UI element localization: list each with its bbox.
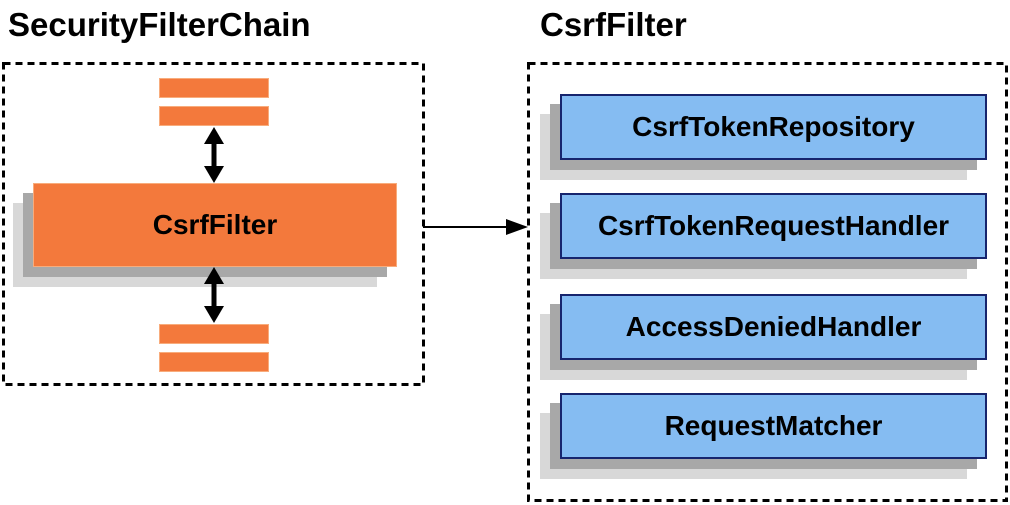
csrf-filter-title: CsrfFilter — [540, 6, 687, 43]
bidirectional-arrow-icon — [204, 127, 224, 183]
csrf-token-request-handler-node: CsrfTokenRequestHandler — [560, 193, 987, 259]
filter-placeholder-bar — [159, 352, 269, 372]
right-arrow-icon — [423, 219, 528, 235]
csrf-token-repository-node: CsrfTokenRepository — [560, 94, 987, 160]
csrf-filter-components-container — [527, 62, 1008, 502]
security-filter-chain-container — [2, 62, 425, 386]
node-label: CsrfTokenRepository — [632, 111, 915, 142]
csrf-filter-node: CsrfFilter — [33, 183, 397, 267]
filter-placeholder-bar — [159, 106, 269, 126]
node-label: AccessDeniedHandler — [625, 311, 922, 342]
request-matcher-node: RequestMatcher — [560, 393, 987, 459]
node-label: CsrfTokenRequestHandler — [597, 210, 950, 241]
csrf-filter-node-label: CsrfFilter — [152, 209, 278, 240]
security-filter-chain-title: SecurityFilterChain — [8, 6, 311, 43]
access-denied-handler-node: AccessDeniedHandler — [560, 294, 987, 360]
filter-placeholder-bar — [159, 78, 269, 98]
bidirectional-arrow-icon — [204, 267, 224, 323]
filter-placeholder-bar — [159, 324, 269, 344]
node-label: RequestMatcher — [664, 410, 883, 441]
